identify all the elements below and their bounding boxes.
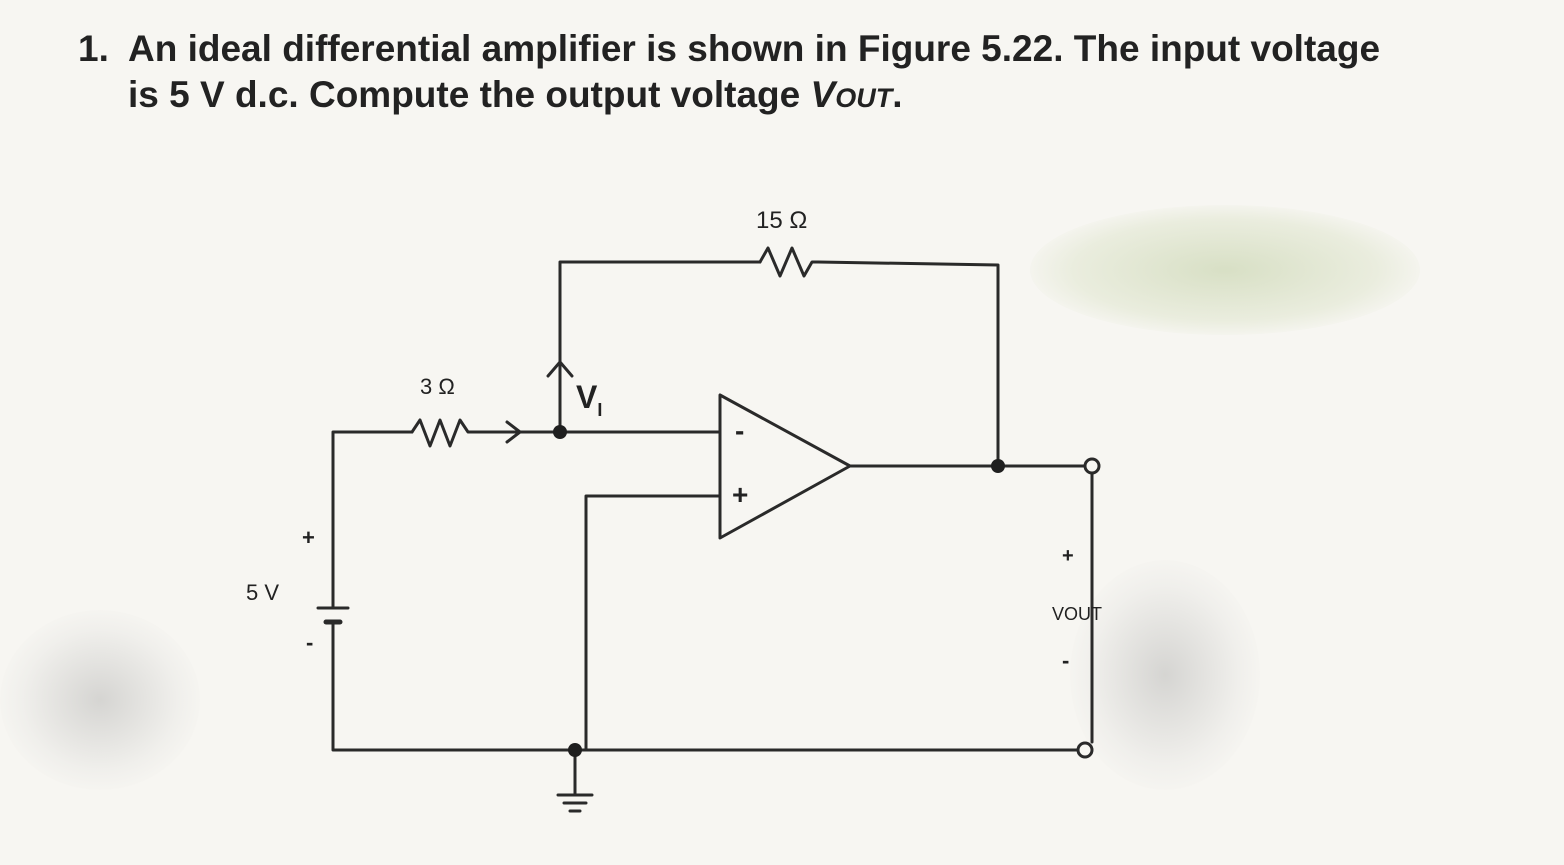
voltage-arrow-up xyxy=(546,360,574,402)
vout-subscript: OUT xyxy=(835,83,893,113)
input-resistor xyxy=(410,418,477,448)
output-plus-label: + xyxy=(1062,545,1074,567)
problem-number: 1. xyxy=(78,28,109,69)
feedback-resistor-label: 15 Ω xyxy=(756,207,807,234)
problem-text-main: An ideal differential amplifier is shown… xyxy=(128,28,1381,115)
paper-speckle-right xyxy=(1070,560,1260,790)
input-resistor-label: 3 Ω xyxy=(420,374,455,399)
opamp-plus-label: + xyxy=(732,479,748,510)
node-voltage-label: VI xyxy=(576,379,602,420)
terminal-output-top xyxy=(1083,457,1101,475)
feedback-resistor xyxy=(758,246,820,278)
wire-feedback-right xyxy=(816,260,1000,467)
opamp-minus-label: - xyxy=(735,415,744,446)
current-arrow-input xyxy=(505,420,522,444)
output-voltage-label: VOUT xyxy=(1052,604,1102,624)
ground-symbol xyxy=(556,793,594,813)
wire-noninverting xyxy=(584,494,722,752)
terminal-output-bottom xyxy=(1076,741,1094,759)
output-minus-label: - xyxy=(1062,648,1069,673)
paper-speckle-left xyxy=(0,610,200,790)
paper-stain xyxy=(1030,205,1420,335)
node-ground xyxy=(568,743,582,757)
wire-source-bottom xyxy=(331,620,1087,752)
source-label: 5 V xyxy=(246,580,279,605)
node-output xyxy=(991,459,1005,473)
vout-symbol: VOUT xyxy=(810,74,893,115)
source-plus-label: + xyxy=(302,525,315,550)
node-inverting xyxy=(553,425,567,439)
source-minus-label: - xyxy=(306,630,313,655)
problem-text: An ideal differential amplifier is shown… xyxy=(128,26,1408,121)
wire-source-top xyxy=(331,430,414,610)
problem-text-end: . xyxy=(892,74,903,115)
opamp-triangle xyxy=(718,393,852,540)
